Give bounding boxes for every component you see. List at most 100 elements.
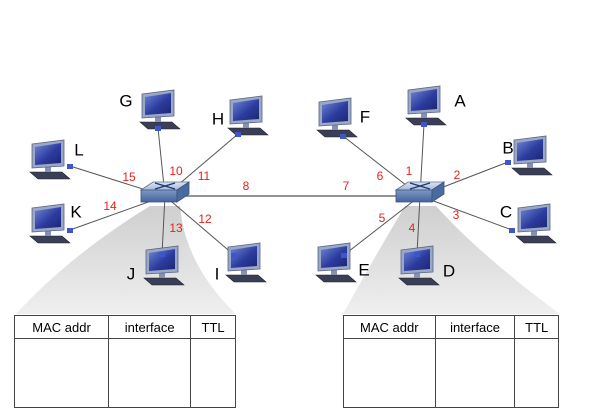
nic-port [235, 132, 241, 137]
port-label-3: 3 [453, 208, 460, 222]
switch-arrows-icon [154, 182, 176, 190]
nic-port [341, 253, 347, 258]
interface-header: interface [108, 315, 192, 339]
host-label-a: A [454, 91, 466, 110]
switch-table-right: MAC addr interface TTL [343, 315, 559, 408]
switch-arrows-icon [409, 182, 431, 190]
port-label-11: 11 [198, 169, 211, 183]
host-link-e [343, 195, 421, 256]
nic-port [67, 164, 73, 169]
host-computer-h [227, 95, 269, 137]
monitor-screen [231, 246, 257, 268]
monitor-screen [149, 249, 175, 271]
monitor-screen [322, 101, 348, 123]
keyboard [315, 274, 357, 283]
host-link-i [164, 195, 235, 256]
nic-port [67, 228, 73, 233]
switch-right [394, 181, 446, 203]
monitor-stand [159, 271, 165, 278]
host-label-d: D [443, 261, 455, 280]
table-header-row: MAC addr interface TTL [13, 315, 236, 339]
nic-port [509, 228, 515, 233]
monitor-stand [155, 115, 161, 122]
table-cell [343, 338, 436, 408]
keyboard [511, 167, 553, 176]
monitor-screen [521, 207, 547, 229]
keyboard [227, 127, 269, 136]
host-label-e: E [358, 260, 369, 279]
port-label-2: 2 [454, 168, 461, 182]
host-computer-a [405, 85, 447, 127]
host-label-h: H [212, 109, 224, 128]
host-computer-k [29, 203, 73, 244]
host-computer-c [509, 203, 557, 244]
monitor-stand [332, 123, 338, 130]
forwarding-table-cone-left [16, 206, 236, 314]
host-computer-e [315, 242, 357, 283]
monitor-screen [35, 207, 61, 229]
monitor-stand [414, 271, 420, 278]
keyboard [225, 274, 267, 283]
host-computer-b [505, 135, 553, 176]
host-label-j: J [127, 264, 136, 283]
monitor-stand [241, 268, 247, 275]
monitor-stand [243, 121, 249, 128]
table-header-row: MAC addr interface TTL [343, 315, 559, 339]
nic-port [421, 122, 427, 127]
table-cell [514, 338, 559, 408]
monitor-screen [411, 89, 437, 111]
port-label-6: 6 [377, 169, 384, 183]
host-computer-d [398, 245, 440, 286]
host-computer-f [316, 97, 358, 139]
port-label-14: 14 [103, 199, 117, 213]
host-label-g: G [119, 91, 132, 110]
host-label-i: I [215, 264, 220, 283]
mac-addr-header: MAC addr [343, 315, 436, 339]
monitor-screen [35, 143, 61, 165]
table-row [343, 338, 559, 408]
monitor-screen [404, 249, 430, 271]
forwarding-table-cone-right [343, 206, 560, 314]
nic-port [155, 126, 161, 131]
nic-port [505, 160, 511, 165]
port-label-12: 12 [198, 212, 212, 226]
interface-header: interface [434, 315, 516, 339]
table-cell [13, 338, 110, 408]
monitor-stand [527, 161, 533, 168]
host-computer-i [225, 242, 267, 283]
ttl-header: TTL [514, 315, 559, 339]
ttl-header: TTL [190, 315, 236, 339]
keyboard [515, 235, 557, 244]
port-label-7: 7 [343, 179, 350, 193]
host-label-k: K [70, 202, 82, 221]
host-label-c: C [500, 202, 512, 221]
port-label-10: 10 [169, 164, 183, 178]
monitor-screen [233, 99, 259, 121]
table-cell [434, 338, 516, 408]
port-label-8: 8 [243, 179, 250, 193]
switch-front [140, 189, 178, 203]
table-cell [190, 338, 236, 408]
switch-front [395, 189, 433, 203]
switch-table-left: MAC addr interface TTL [13, 315, 236, 408]
keyboard [405, 117, 447, 126]
nic-port [159, 252, 165, 257]
port-label-15: 15 [122, 170, 136, 184]
host-label-l: L [74, 140, 83, 159]
switch-left [139, 181, 191, 203]
monitor-stand [45, 165, 51, 172]
monitor-screen [321, 246, 347, 268]
nic-port [414, 252, 420, 257]
monitor-stand [331, 268, 337, 275]
monitor-stand [45, 229, 51, 236]
host-computer-j [143, 245, 185, 286]
monitor-screen [145, 93, 171, 115]
nic-port [340, 134, 346, 139]
monitor-screen [517, 139, 543, 161]
host-computer-l [29, 139, 73, 180]
port-label-5: 5 [379, 211, 386, 225]
keyboard [316, 129, 358, 138]
monitor-stand [421, 111, 427, 118]
